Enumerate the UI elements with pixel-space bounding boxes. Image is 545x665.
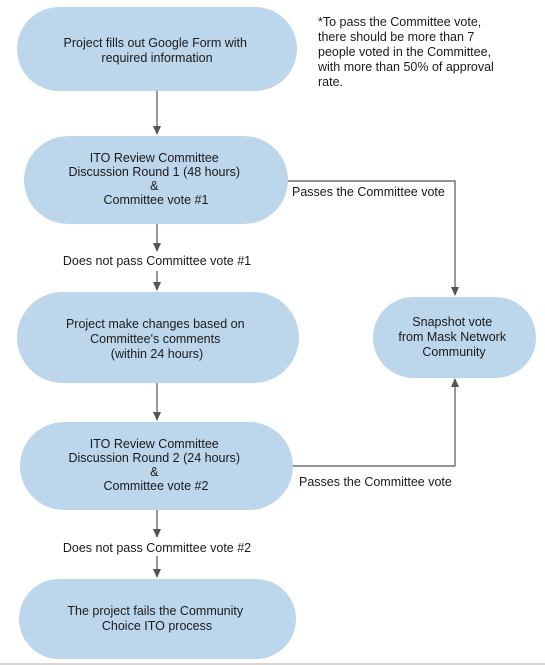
node-line: from Mask Network: [398, 330, 506, 344]
edge-round2-to-snapshot: [293, 378, 459, 467]
edge-label-passes-2: Passes the Committee vote: [299, 475, 452, 489]
node-line: Choice ITO process: [102, 619, 212, 633]
node-line: Project fills out Google Form with: [64, 36, 247, 50]
node-line: Committee vote #1: [104, 193, 209, 207]
note-line: people voted in the Committee,: [318, 45, 491, 59]
bottom-divider: [0, 663, 545, 665]
node-line: &: [150, 465, 159, 479]
edge-label-not-pass-1: Does not pass Committee vote #1: [63, 254, 251, 268]
node-review-round-2-shape: [20, 422, 293, 510]
note-line: with more than 50% of approval: [317, 60, 494, 74]
node-line: Committee's comments: [90, 332, 220, 346]
node-line: Snapshot vote: [412, 315, 492, 329]
node-project-changes-label: Project make changes based on Committee'…: [66, 317, 248, 361]
node-review-round-2-label: ITO Review Committee Discussion Round 2 …: [68, 437, 243, 493]
node-snapshot-vote: Snapshot vote from Mask Network Communit…: [373, 297, 536, 378]
node-snapshot-vote-label: Snapshot vote from Mask Network Communit…: [398, 315, 509, 359]
approval-note: *To pass the Committee vote, there shoul…: [317, 15, 497, 89]
node-snapshot-vote-shape: [373, 297, 536, 378]
node-review-round-1: ITO Review Committee Discussion Round 1 …: [24, 136, 288, 224]
node-line: &: [150, 179, 159, 193]
node-review-round-2: ITO Review Committee Discussion Round 2 …: [20, 422, 293, 510]
node-project-changes-shape: [17, 292, 299, 383]
node-google-form-label: Project fills out Google Form with requi…: [64, 36, 251, 65]
node-project-fails-shape: [19, 579, 296, 659]
node-line: Community: [422, 345, 486, 359]
note-line: there should be more than 7: [318, 30, 474, 44]
node-project-fails: The project fails the Community Choice I…: [19, 579, 296, 659]
node-line: ITO Review Committee: [90, 151, 219, 165]
note-line: rate.: [318, 75, 343, 89]
node-line: Discussion Round 2 (24 hours): [68, 451, 240, 465]
node-line: Project make changes based on: [66, 317, 245, 331]
edge-round1-to-snapshot: [288, 180, 459, 296]
node-project-fails-label: The project fails the Community Choice I…: [67, 604, 246, 633]
node-line: Committee vote #2: [104, 479, 209, 493]
node-line: (within 24 hours): [111, 347, 203, 361]
node-line: Discussion Round 1 (48 hours): [68, 165, 240, 179]
node-line: The project fails the Community: [67, 604, 244, 618]
note-line: *To pass the Committee vote,: [318, 15, 481, 29]
node-google-form: Project fills out Google Form with requi…: [17, 7, 297, 91]
node-line: ITO Review Committee: [90, 437, 219, 451]
node-project-changes: Project make changes based on Committee'…: [17, 292, 299, 383]
edge-label-passes-1: Passes the Committee vote: [292, 185, 445, 199]
node-google-form-shape: [17, 7, 297, 91]
node-review-round-1-label: ITO Review Committee Discussion Round 1 …: [68, 151, 243, 207]
edge-label-not-pass-2: Does not pass Committee vote #2: [63, 541, 251, 555]
edges: [153, 91, 459, 578]
node-review-round-1-shape: [24, 136, 288, 224]
node-line: required information: [101, 51, 212, 65]
